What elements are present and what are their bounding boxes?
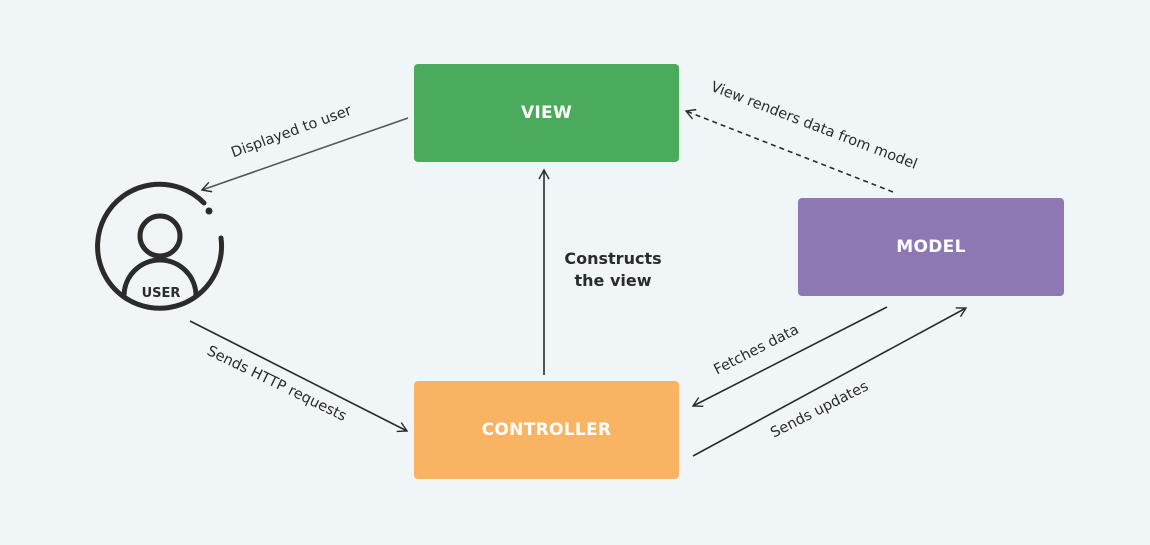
user-icon: USER	[95, 181, 225, 311]
edge-model-to-controller	[691, 306, 888, 408]
edge-controller-to-model	[692, 307, 968, 457]
controller-box: CONTROLLER	[414, 381, 679, 479]
controller-label: CONTROLLER	[481, 420, 612, 440]
edge-model-to-view	[684, 108, 894, 193]
edge-view-to-user	[200, 117, 409, 193]
label-constructs-the-view: Constructs the view	[564, 249, 662, 290]
model-label: MODEL	[896, 237, 966, 257]
view-label: VIEW	[520, 103, 573, 123]
model-box: MODEL	[798, 198, 1064, 296]
view-box: VIEW	[414, 64, 679, 162]
edge-user-to-controller	[189, 320, 409, 433]
user-label: USER	[142, 286, 181, 301]
